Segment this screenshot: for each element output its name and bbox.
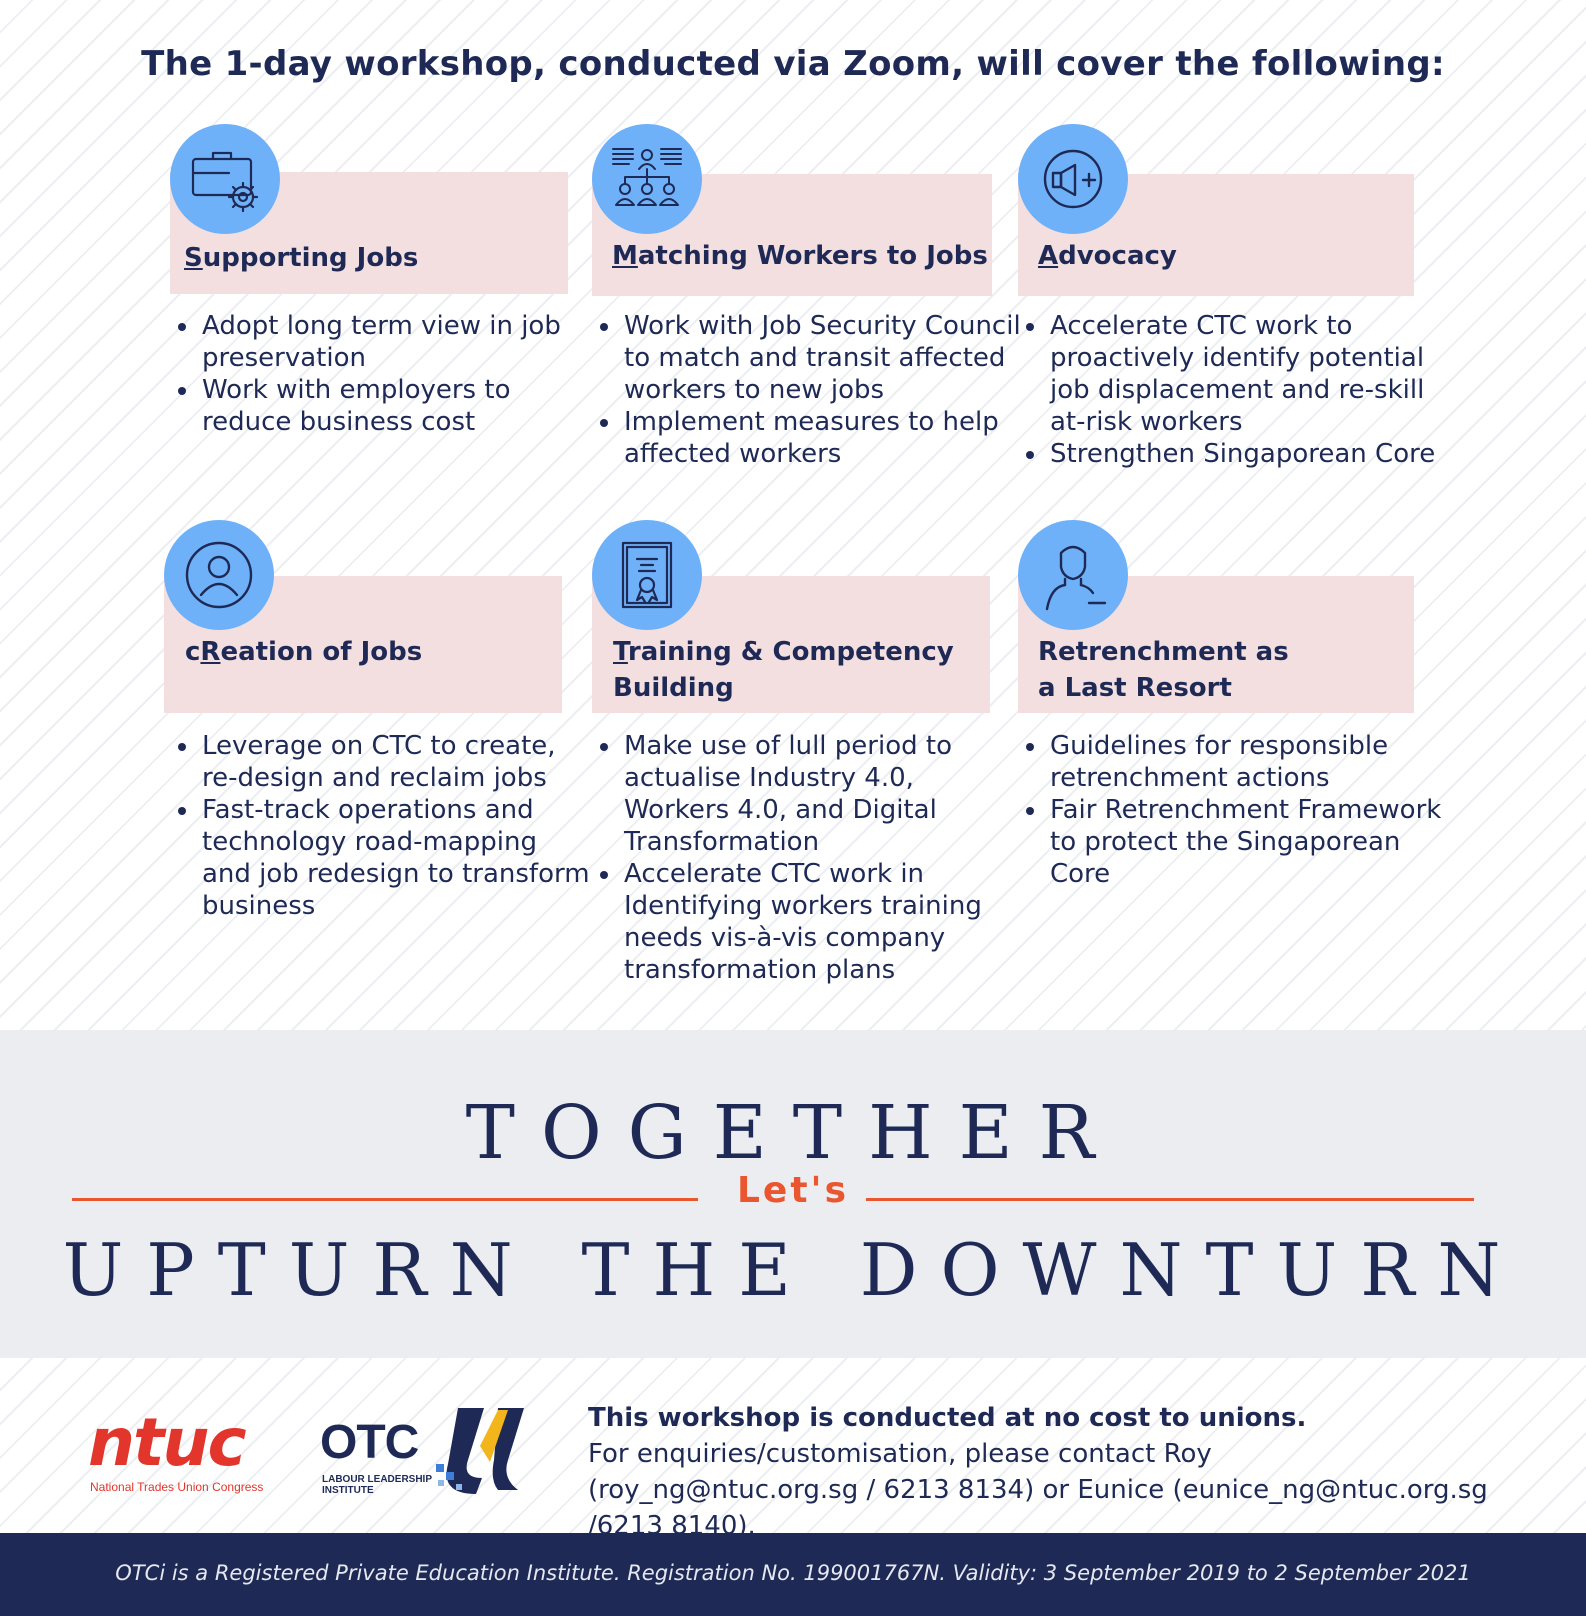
card-heading: Supporting Jobs <box>184 243 419 273</box>
list-item: Strengthen Singaporean Core <box>1048 438 1448 470</box>
user-circle-icon <box>164 520 274 630</box>
otc-mark-icon <box>436 1406 536 1500</box>
contact-info: This workshop is conducted at no cost to… <box>588 1400 1488 1544</box>
ntuc-tagline: National Trades Union Congress <box>90 1480 264 1494</box>
card-bullets: Accelerate CTC work to proactively ident… <box>1018 310 1448 470</box>
list-item: Implement measures to help affected work… <box>622 406 1022 470</box>
list-item: Work with Job Security Council to match … <box>622 310 1022 406</box>
slogan-upturn: UPTURN THE DOWNTURN <box>62 1228 1524 1312</box>
list-item: Guidelines for responsible retrenchment … <box>1048 730 1444 794</box>
card-heading: Matching Workers to Jobs <box>612 241 988 271</box>
card-bullets: Adopt long term view in job preservation… <box>170 310 580 438</box>
ntuc-logo: ntuc <box>88 1404 247 1481</box>
otc-logo: OTC <box>320 1416 419 1469</box>
org-chart-icon <box>592 124 702 234</box>
briefcase-gear-icon <box>170 124 280 234</box>
registration-footer: OTCi is a Registered Private Education I… <box>0 1533 1586 1616</box>
list-item: Leverage on CTC to create, re-design and… <box>200 730 590 794</box>
registration-text: OTCi is a Registered Private Education I… <box>115 1561 1471 1585</box>
otc-subtitle: LABOUR LEADERSHIP INSTITUTE <box>322 1474 432 1496</box>
person-minus-icon <box>1018 520 1128 630</box>
list-item: Accelerate CTC work in Identifying worke… <box>622 858 1020 986</box>
list-item: Adopt long term view in job preservation <box>200 310 580 374</box>
card-creation-of-jobs: cReation of Jobs Leverage on CTC to crea… <box>164 520 590 921</box>
slogan-banner: TOGETHER Let's UPTURN THE DOWNTURN <box>0 1030 1586 1358</box>
card-bullets: Work with Job Security Council to match … <box>592 310 1022 470</box>
list-item: Accelerate CTC work to proactively ident… <box>1048 310 1448 438</box>
card-retrenchment: Retrenchment as a Last Resort Guidelines… <box>1018 520 1441 889</box>
card-training-competency: Training & Competency Building Make use … <box>592 520 992 985</box>
enquiry-contacts: For enquiries/customisation, please cont… <box>588 1439 1488 1541</box>
card-matching-workers: Matching Workers to Jobs Work with Job S… <box>592 124 1021 469</box>
list-item: Make use of lull period to actualise Ind… <box>622 730 1020 858</box>
no-cost-statement: This workshop is conducted at no cost to… <box>588 1403 1307 1433</box>
divider-right <box>866 1198 1474 1201</box>
list-item: Fair Retrenchment Framework to protect t… <box>1048 794 1444 890</box>
list-item: Fast-track operations and technology roa… <box>200 794 590 922</box>
card-bullets: Leverage on CTC to create, re-design and… <box>170 730 590 922</box>
slogan-together: TOGETHER <box>465 1090 1121 1176</box>
card-bullets: Make use of lull period to actualise Ind… <box>592 730 1020 986</box>
megaphone-icon <box>1018 124 1128 234</box>
card-heading: cReation of Jobs <box>185 637 423 667</box>
card-heading: Retrenchment as a Last Resort <box>1038 637 1289 703</box>
divider-left <box>72 1198 698 1201</box>
slogan-lets: Let's <box>736 1170 849 1211</box>
card-bullets: Guidelines for responsible retrenchment … <box>1018 730 1444 890</box>
card-heading: Training & Competency Building <box>613 637 954 703</box>
card-supporting-jobs: Supporting Jobs Adopt long term view in … <box>170 124 570 437</box>
card-advocacy: Advocacy Accelerate CTC work to proactiv… <box>1018 124 1435 469</box>
list-item: Work with employers to reduce business c… <box>200 374 580 438</box>
slogan-lets-row: Let's <box>0 1168 1586 1228</box>
certificate-icon <box>592 520 702 630</box>
page-title: The 1-day workshop, conducted via Zoom, … <box>141 44 1445 84</box>
card-heading: Advocacy <box>1038 241 1177 271</box>
